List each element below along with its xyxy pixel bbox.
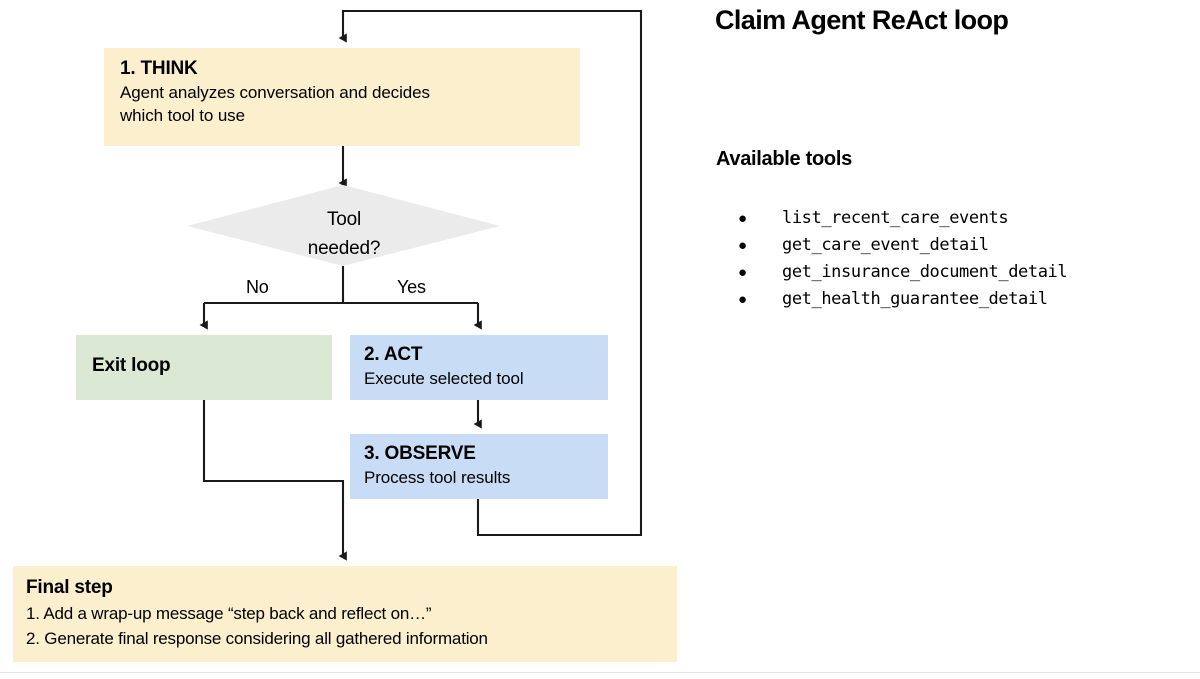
final-step-node <box>13 566 677 662</box>
observe-title: 3. OBSERVE <box>364 443 476 464</box>
bottom-divider <box>0 672 1200 673</box>
final-step-item-1: 1. Add a wrap-up message “step back and … <box>26 604 432 623</box>
available-tools-heading: Available tools <box>716 148 852 170</box>
decision-label-line-1: Tool <box>326 209 362 230</box>
observe-node <box>350 434 608 499</box>
final-step-node-text: Final step 1. Add a wrap-up message “ste… <box>26 575 671 651</box>
bullet-icon: ● <box>738 264 747 281</box>
connector-exit-to-final <box>202 400 347 561</box>
act-node <box>350 335 608 400</box>
tool-name: list_recent_care_events <box>782 208 1009 228</box>
act-body: Execute selected tool <box>364 369 524 388</box>
think-node <box>104 48 580 146</box>
available-tools-list: ● list_recent_care_events ● get_care_eve… <box>716 205 1186 313</box>
tool-name: get_health_guarantee_detail <box>782 289 1048 309</box>
observe-node-text: 3. OBSERVE Process tool results <box>364 442 604 489</box>
bullet-icon: ● <box>738 237 747 254</box>
decision-label-line-2: needed? <box>307 238 381 259</box>
page-title: Claim Agent ReAct loop <box>715 5 1009 35</box>
act-title: 2. ACT <box>364 344 423 365</box>
final-step-item-2: 2. Generate final response considering a… <box>26 629 488 648</box>
exit-loop-node-text: Exit loop <box>92 354 322 378</box>
tool-name: get_insurance_document_detail <box>782 262 1068 282</box>
list-item: ● get_insurance_document_detail <box>716 259 1186 286</box>
bullet-icon: ● <box>738 291 747 308</box>
final-step-title: Final step <box>26 577 113 598</box>
think-body-line-2: which tool to use <box>120 106 245 125</box>
exit-loop-title: Exit loop <box>92 355 171 376</box>
think-node-text: 1. THINK Agent analyzes conversation and… <box>120 57 570 127</box>
list-item: ● get_health_guarantee_detail <box>716 286 1186 313</box>
act-node-text: 2. ACT Execute selected tool <box>364 343 604 390</box>
branch-label-no: No <box>246 277 269 297</box>
observe-body: Process tool results <box>364 468 511 487</box>
branch-label-yes: Yes <box>397 277 426 297</box>
decision-label: Tool needed? <box>228 205 460 263</box>
think-title: 1. THINK <box>120 58 198 79</box>
exit-loop-node <box>76 335 332 400</box>
think-body-line-1: Agent analyzes conversation and decides <box>120 83 430 102</box>
tool-name: get_care_event_detail <box>782 235 989 255</box>
bullet-icon: ● <box>738 210 747 227</box>
list-item: ● list_recent_care_events <box>716 205 1186 232</box>
list-item: ● get_care_event_detail <box>716 232 1186 259</box>
